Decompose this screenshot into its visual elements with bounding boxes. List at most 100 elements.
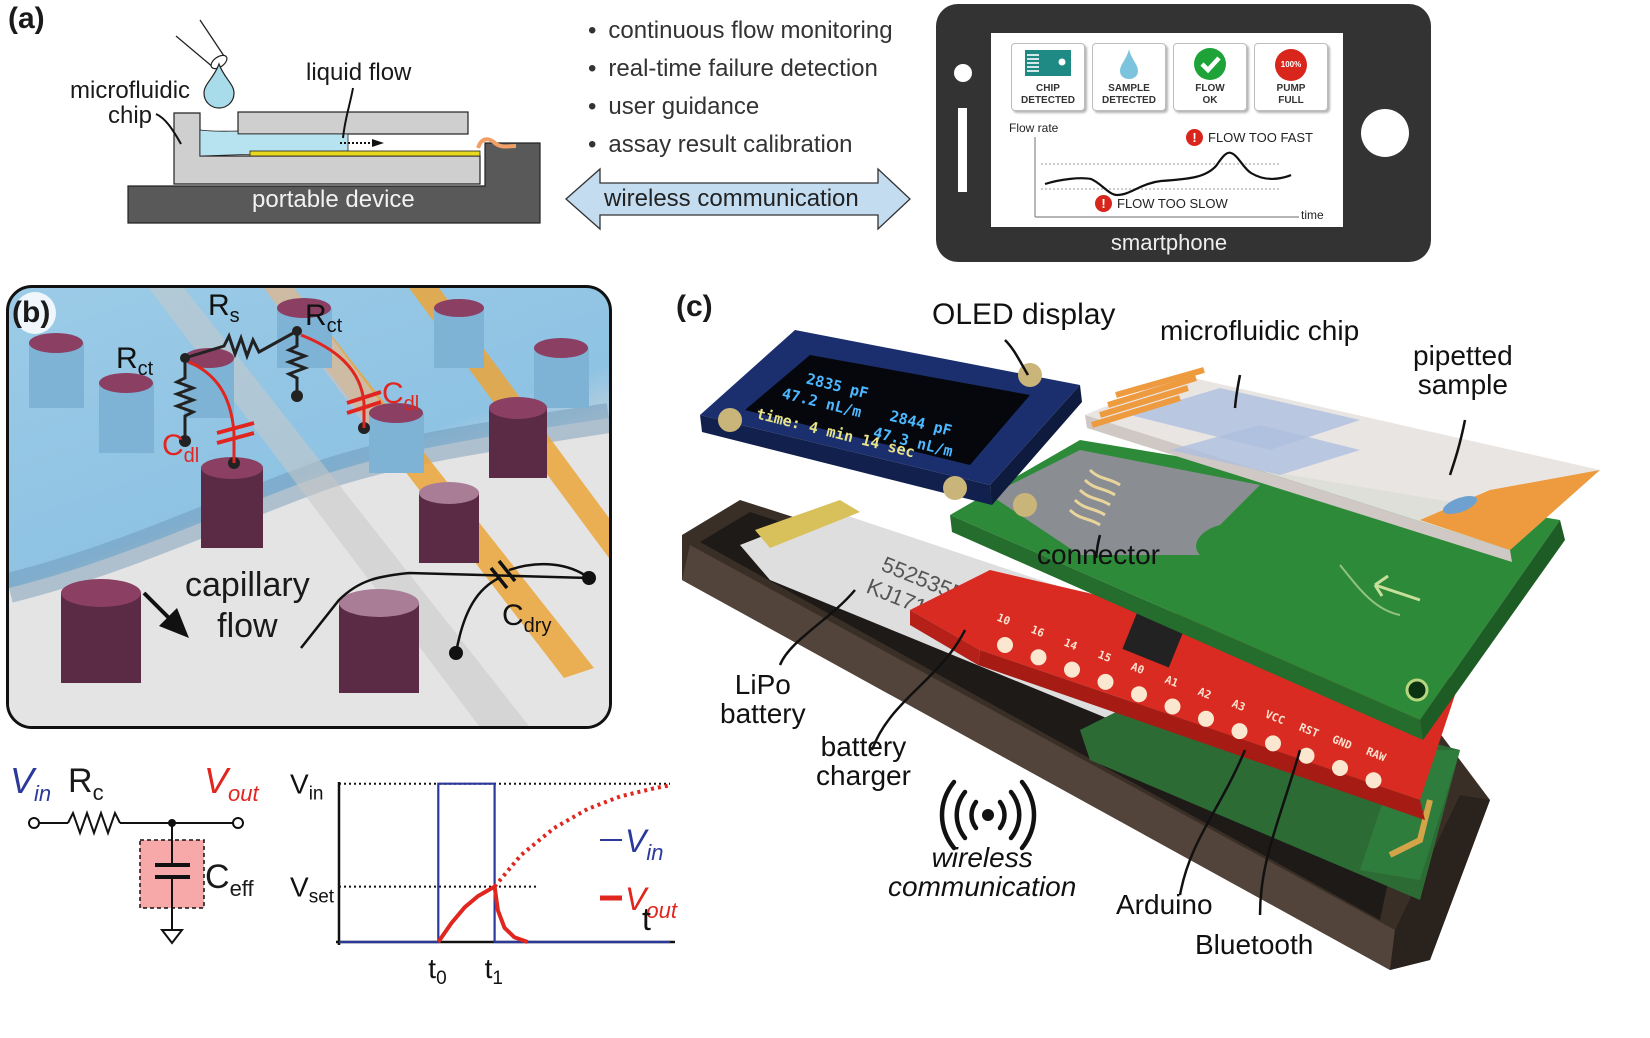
capillary-flow-arrow-icon xyxy=(142,591,189,638)
tile-line2: FULL xyxy=(1278,95,1304,106)
oled-module xyxy=(700,330,1082,517)
label-main: C xyxy=(205,858,230,896)
feature-item: continuous flow monitoring xyxy=(588,12,892,50)
electrode-strip xyxy=(249,150,481,157)
label-sub: ct xyxy=(326,315,343,337)
arduino-pin-hole xyxy=(1265,735,1281,752)
arduino-pin-hole xyxy=(1030,649,1047,666)
chip-label-line1: microfluidic xyxy=(70,77,191,104)
label-line: LiPo xyxy=(734,669,791,700)
arduino-pin-hole xyxy=(1131,686,1147,703)
arduino-pin-hole xyxy=(1064,661,1080,678)
label-line: wireless xyxy=(931,842,1033,873)
ceff-label: Ceff xyxy=(205,858,254,902)
arduino-pin-hole xyxy=(1231,723,1248,740)
label-sub: c xyxy=(92,779,104,805)
droplet-icon xyxy=(203,62,235,109)
double-layer-capacitors xyxy=(188,333,382,463)
tile-line2: DETECTED xyxy=(1021,95,1075,106)
alert-flow-too-fast: FLOW TOO FAST xyxy=(1208,130,1313,145)
x-tick-label: t0 xyxy=(428,953,446,989)
x-tick-label: t1 xyxy=(485,953,503,989)
flow-arrow-icon xyxy=(372,139,384,147)
pipette-icon xyxy=(175,19,228,70)
label-main: V xyxy=(204,760,229,801)
label-main: R xyxy=(68,762,93,800)
arduino-pin-hole xyxy=(1298,747,1315,764)
arduino-pin-hole xyxy=(997,637,1013,653)
portable-device-body xyxy=(127,142,541,224)
connector-label: connector xyxy=(1037,539,1160,570)
label-main: C xyxy=(502,599,524,632)
arduino-board xyxy=(910,570,1460,800)
portable-device-label: portable device xyxy=(252,186,415,213)
rct-right-label: Rct xyxy=(305,300,342,337)
label-sub: dl xyxy=(403,393,420,415)
pcb-arrow-icon xyxy=(1373,574,1421,602)
label-line: flow xyxy=(217,606,278,645)
checkmark-icon xyxy=(1194,48,1226,80)
arduino-pin-hole xyxy=(1198,710,1214,727)
legend-label: Vin xyxy=(625,823,663,865)
panel-a-label: (a) xyxy=(8,2,45,35)
equivalent-circuit-overlay xyxy=(172,329,590,649)
label-sub: dl xyxy=(183,445,200,467)
rct-left-label: Rct xyxy=(116,343,153,380)
feature-item: assay result calibration xyxy=(588,126,893,164)
label-main: R xyxy=(116,342,138,375)
sample-droplet xyxy=(1442,495,1478,515)
dry-capacitor xyxy=(449,559,596,660)
tile-line1: FLOW xyxy=(1195,83,1225,94)
panel-b-label-backdrop xyxy=(14,292,56,334)
label-sub: dry xyxy=(523,615,552,637)
rc-label: Rc xyxy=(68,762,104,806)
alert-icon: ! xyxy=(1186,129,1203,146)
panel-b-label: (b) xyxy=(12,296,51,329)
label-main: R xyxy=(305,299,327,332)
feature-item: user guidance xyxy=(588,88,893,126)
cdl-right-label: Cdl xyxy=(382,378,419,415)
arduino-pin-hole xyxy=(1365,772,1382,789)
feature-list: continuous flow monitoring real-time fai… xyxy=(588,12,893,164)
chip-icon xyxy=(1025,50,1071,76)
rc-circuit-diagram xyxy=(28,809,244,945)
chip-lid xyxy=(237,111,469,135)
electrode-render xyxy=(6,285,612,729)
camera-icon xyxy=(954,64,972,82)
bluetooth-label: Bluetooth xyxy=(1195,929,1314,960)
label-line: battery xyxy=(820,731,907,762)
label-sub: in xyxy=(34,781,52,807)
series-line-vin xyxy=(339,782,670,944)
electrode-3d-illustration xyxy=(9,288,609,726)
label-main: R xyxy=(208,289,230,322)
home-button[interactable] xyxy=(1361,109,1409,157)
label-main: C xyxy=(162,429,184,462)
alert-icon: ! xyxy=(1095,195,1112,212)
label-sub: s xyxy=(229,305,240,327)
label-sub: eff xyxy=(229,875,254,901)
droplet-icon xyxy=(1120,49,1138,79)
y-tick-label: Vin xyxy=(290,769,323,805)
device-exploded-view: 552535D KJ171- xyxy=(682,330,1600,970)
label-main: V xyxy=(10,760,35,801)
wireless-signal-icon xyxy=(939,779,1037,851)
series-line-vout-projected xyxy=(493,783,671,888)
smartphone-label: smartphone xyxy=(1110,230,1228,255)
label-line: capillary xyxy=(185,566,310,604)
tile-line1: CHIP xyxy=(1036,83,1060,94)
resistor-icon xyxy=(67,809,121,837)
cdry-label: Cdry xyxy=(502,600,551,637)
cable-icon xyxy=(476,137,517,149)
flow-rate-graph xyxy=(1034,137,1299,218)
feature-item: real-time failure detection xyxy=(588,50,893,88)
wireless-communication-label: wireless communication xyxy=(604,185,859,212)
